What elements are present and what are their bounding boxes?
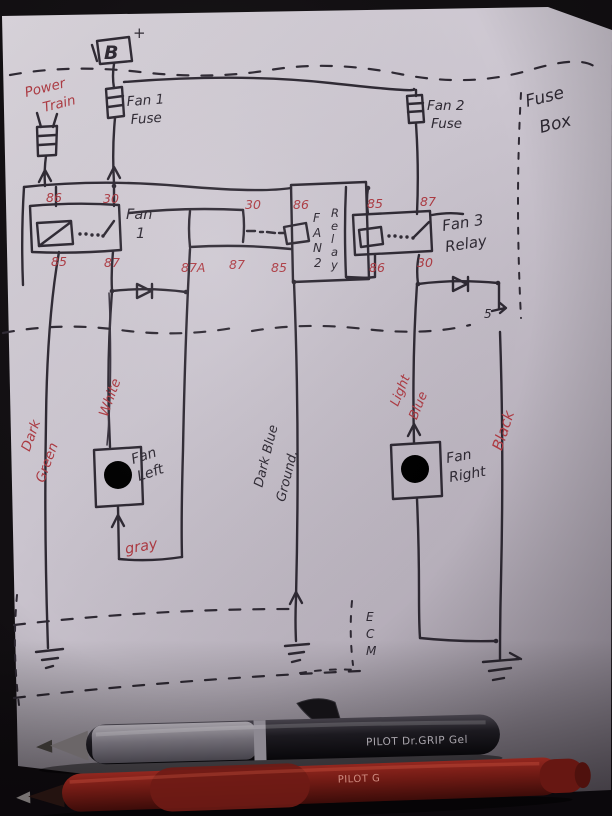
black-pen-shadow <box>38 753 503 775</box>
red-pen-brand-text: PILOT G <box>338 773 381 785</box>
black-pen: PILOT Dr.GRIP Gel <box>36 698 503 775</box>
black-pen-cone <box>50 730 89 761</box>
red-pen-shadow <box>28 796 573 816</box>
black-pen-highlight <box>95 720 486 737</box>
red-pen-plunger <box>574 762 591 789</box>
black-pen-tip <box>36 739 53 753</box>
red-pen: PILOT G <box>16 757 591 816</box>
black-pen-barrel <box>91 721 257 764</box>
red-pen-cone <box>28 784 65 808</box>
red-pen-grip <box>149 763 310 812</box>
black-pen-brand-text: PILOT Dr.GRIP Gel <box>366 734 468 749</box>
red-pen-highlight <box>69 761 540 784</box>
red-pen-end-cap <box>539 758 584 794</box>
red-pen-tip <box>16 791 31 804</box>
black-pen-ring <box>253 720 267 761</box>
